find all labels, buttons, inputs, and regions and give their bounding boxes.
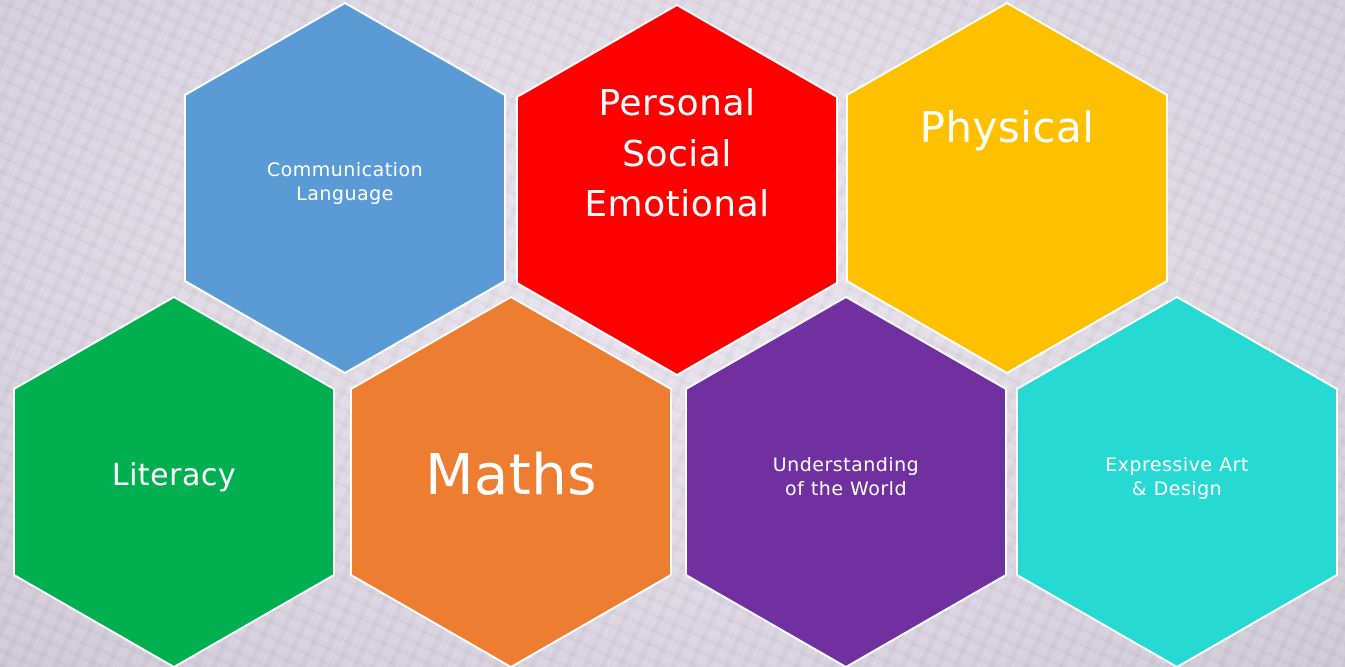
label-line: & Design	[1131, 478, 1223, 500]
label-line: Physical	[919, 102, 1095, 152]
label-line: Emotional	[584, 184, 770, 226]
hexagon-label: Communication Language	[215, 0, 475, 373]
hexagon-shape	[184, 1, 506, 375]
hexagon-understanding-of-the-world: Understanding of the World	[685, 295, 1007, 667]
hexagon-literacy: Literacy	[13, 295, 335, 667]
hexagon-label: Literacy	[44, 285, 304, 667]
hexagon-shape	[1016, 295, 1338, 667]
label-line: Literacy	[111, 458, 237, 494]
label-line: Expressive Art	[1105, 454, 1249, 477]
hexagon-label: Maths	[381, 285, 641, 667]
label-line: Understanding	[772, 454, 920, 477]
hexagon-communication-language: Communication Language	[184, 0, 506, 375]
label-line: Social	[622, 133, 732, 175]
hexagon-personal-social-emotional: Personal Social Emotional	[516, 3, 838, 377]
hexagon-shape	[846, 1, 1168, 375]
hexagon-shape	[13, 295, 335, 667]
hexagon-label: Personal Social Emotional	[547, 0, 807, 375]
label-line: Communication	[266, 159, 424, 182]
hexagon-maths: Maths	[350, 295, 672, 667]
hexagon-shape	[685, 295, 1007, 667]
label-line: Personal	[598, 83, 756, 125]
label-line: of the World	[784, 478, 908, 500]
hexagon-shape	[516, 3, 838, 377]
label-line: Language	[296, 183, 394, 205]
label-line: Maths	[425, 443, 597, 508]
hexagon-expressive-art-design: Expressive Art & Design	[1016, 295, 1338, 667]
hexagon-physical: Physical	[846, 0, 1168, 375]
hexagon-label: Expressive Art & Design	[1047, 289, 1307, 667]
hexagon-label: Understanding of the World	[716, 289, 976, 667]
hexagon-shape	[350, 295, 672, 667]
hexagon-label: Physical	[877, 0, 1137, 373]
